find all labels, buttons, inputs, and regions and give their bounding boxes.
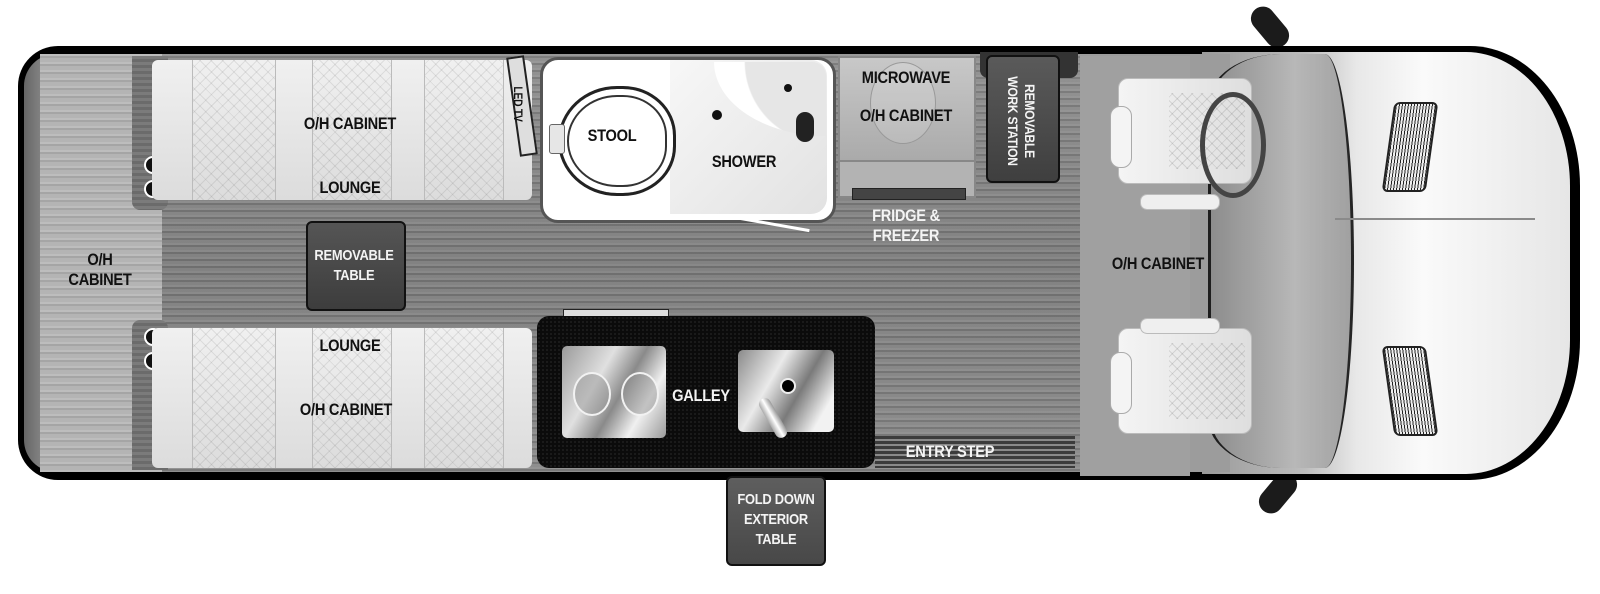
toilet-hinge <box>549 124 565 154</box>
fold-down-exterior-table <box>726 476 826 566</box>
removable-work-station <box>986 55 1060 183</box>
lounge-bottom <box>152 328 532 468</box>
passenger-seat <box>1118 328 1252 434</box>
label-line: FRIDGE & <box>872 206 940 225</box>
shower-faucet-icon <box>796 112 814 142</box>
steering-wheel-icon <box>1200 92 1266 198</box>
label-removable-table: REMOVABLE TABLE <box>308 246 401 286</box>
fridge-handle <box>852 188 966 200</box>
label-line: FREEZER <box>872 226 940 245</box>
lounge-top <box>152 60 532 200</box>
driver-armrest <box>1110 106 1132 168</box>
label-line: EXTERIOR <box>744 511 808 528</box>
label-lounge-top-cabinet: O/H CABINET <box>303 114 397 133</box>
microwave-window <box>870 62 936 144</box>
cushion <box>192 328 276 468</box>
label-lounge-top: LOUNGE <box>319 178 381 197</box>
seat-quilt-pattern <box>1169 343 1245 419</box>
label-cab-cabinet: O/H CABINET <box>1111 254 1205 273</box>
label-stool: STOOL <box>587 126 637 145</box>
label-lounge-bottom-cabinet: O/H CABINET <box>299 400 393 419</box>
label-line: WORK STATION <box>1005 76 1021 166</box>
shower-head-icon <box>784 84 792 92</box>
cushion <box>192 60 276 200</box>
label-line: O/H <box>87 250 113 269</box>
removable-table <box>306 221 406 311</box>
label-microwave: MICROWAVE <box>861 68 951 87</box>
label-exterior-table: FOLD DOWN EXTERIOR TABLE <box>733 490 819 550</box>
label-fridge-freezer: FRIDGE & FREEZER <box>860 206 953 246</box>
hood-center-line <box>1335 218 1535 220</box>
passenger-headrest <box>1140 318 1220 334</box>
label-lounge-bottom: LOUNGE <box>319 336 381 355</box>
cushion <box>312 328 392 468</box>
label-line: CABINET <box>68 270 132 289</box>
label-work-station: REMOVABLE WORK STATION <box>1004 70 1038 171</box>
label-line: REMOVABLE <box>314 247 394 264</box>
label-line: TABLE <box>333 267 375 284</box>
top-side-mirror <box>1246 1 1294 53</box>
toilet-stool <box>558 86 676 196</box>
cushion <box>312 60 392 200</box>
burner-icon <box>621 372 659 416</box>
label-shower: SHOWER <box>711 152 777 171</box>
label-rear-cabinet: O/H CABINET <box>60 250 139 290</box>
driver-headrest <box>1140 194 1220 210</box>
label-line: TABLE <box>755 531 797 548</box>
entry-step <box>875 436 1075 468</box>
label-led-tv: LED TV <box>511 86 525 122</box>
label-line: FOLD DOWN <box>737 491 815 508</box>
label-microwave-cabinet: O/H CABINET <box>859 106 953 125</box>
burner-icon <box>573 372 611 416</box>
passenger-armrest <box>1110 352 1132 414</box>
sink-drain-icon <box>780 378 796 394</box>
cushion <box>424 328 504 468</box>
shower-drain-icon <box>712 110 722 120</box>
cushion <box>424 60 504 200</box>
label-galley: GALLEY <box>672 386 730 405</box>
label-line: REMOVABLE <box>1022 84 1038 158</box>
label-entry-step: ENTRY STEP <box>905 442 995 461</box>
